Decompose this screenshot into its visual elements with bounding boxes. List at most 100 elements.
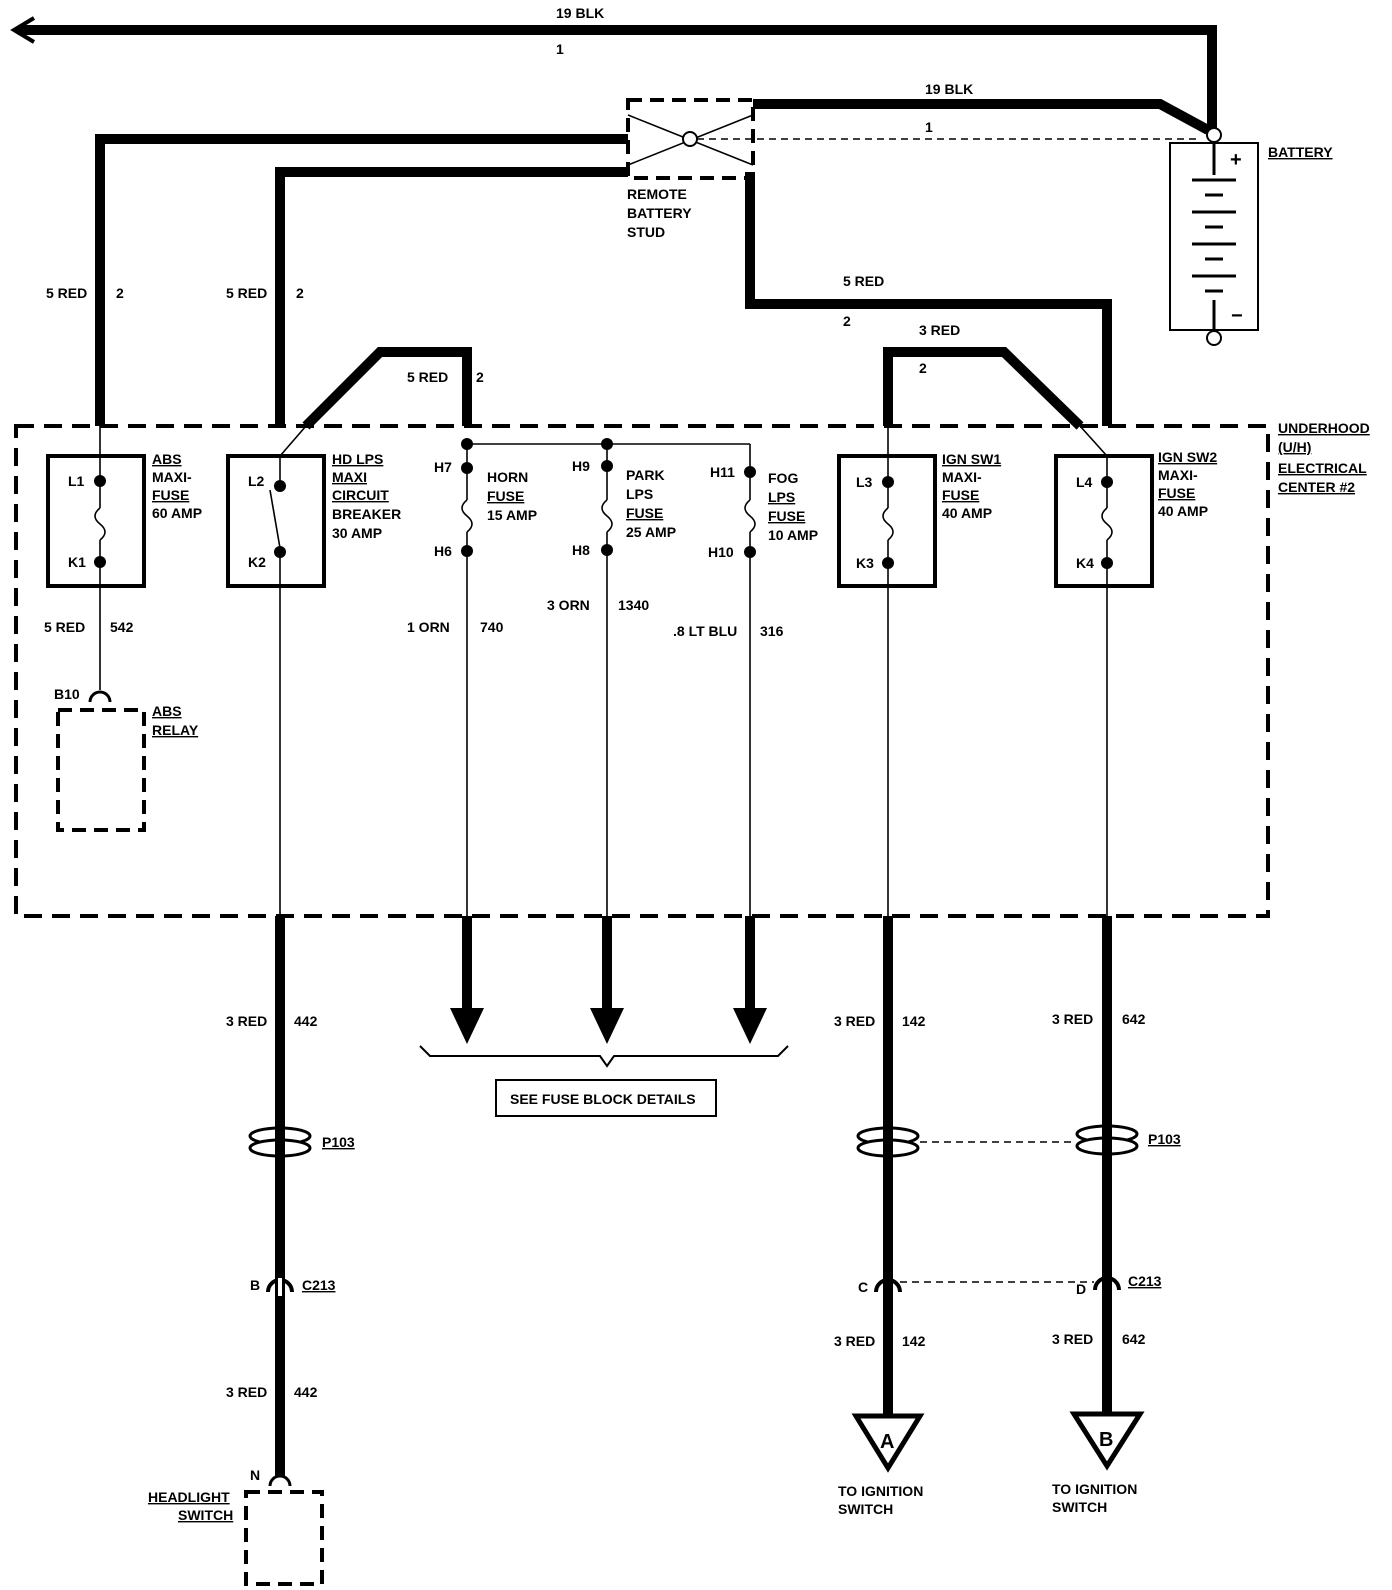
- fog-pin-in: H11: [710, 464, 735, 480]
- fog-label-3: FUSE: [768, 508, 805, 524]
- stud-label-3: STUD: [627, 224, 665, 240]
- fuse-bus-circuit: 2: [476, 369, 484, 385]
- hdlps-label-5: 30 AMP: [332, 525, 382, 541]
- fog-pin-out: H10: [708, 544, 734, 560]
- remote-battery-stud: REMOTE BATTERY STUD: [626, 98, 755, 240]
- hdlps-feed-size-color: 5 RED: [226, 285, 267, 301]
- ign1-out-circuit: 142: [902, 1013, 926, 1029]
- hdlps-out-circuit: 442: [294, 1013, 318, 1029]
- hdlps-out2-circuit: 442: [294, 1384, 318, 1400]
- p103-connector-ign2: [1075, 1124, 1139, 1156]
- park-label-2: LPS: [626, 486, 653, 502]
- c213-connector-ign2: [1093, 1276, 1121, 1291]
- battery-feed-wire: 19 BLK 1: [697, 81, 1211, 140]
- hdlps-circuit-breaker: L2 K2 HD LPS MAXI CIRCUIT BREAKER 30 AMP: [226, 451, 401, 588]
- c213-connector-ign1: [874, 1278, 902, 1293]
- ground-wire-circuit: 1: [556, 41, 564, 57]
- battery: + − BATTERY: [1169, 127, 1333, 346]
- hdlps-pin-out: K2: [248, 554, 266, 570]
- fuse-bus-size-color: 5 RED: [407, 369, 448, 385]
- ign-a-label-1: TO IGNITION: [838, 1483, 923, 1499]
- hdlps-label-2: MAXI: [332, 469, 367, 485]
- ign1-label-1: IGN SW1: [942, 451, 1001, 467]
- ign2-out2-size-color: 3 RED: [1052, 1331, 1093, 1347]
- fuse-block-note: SEE FUSE BLOCK DETAILS: [510, 1091, 696, 1107]
- headlight-circuit: 3 RED 442 P103 B C213 3 RED 442 N HEADLI…: [148, 916, 355, 1586]
- fog-out-size-color: .8 LT BLU: [673, 623, 737, 639]
- hdlps-out2-size-color: 3 RED: [226, 1384, 267, 1400]
- ign-sw2-maxi-fuse: L4 K4 IGN SW2 MAXI- FUSE 40 AMP: [1054, 449, 1217, 588]
- ign2-circuit: 3 RED 642 P103 D C213 3 RED 642 B TO IGN…: [1052, 916, 1181, 1515]
- ign2-out-size-color: 3 RED: [1052, 1011, 1093, 1027]
- abs-pin-in: L1: [68, 473, 85, 489]
- park-label-1: PARK: [626, 467, 665, 483]
- horn-pin-in: H7: [434, 459, 452, 475]
- battery-minus: −: [1231, 305, 1243, 327]
- park-label-4: 25 AMP: [626, 524, 676, 540]
- abs-relay-pin: B10: [54, 686, 80, 702]
- ign1-label-4: 40 AMP: [942, 505, 992, 521]
- center-label-4: CENTER #2: [1278, 479, 1355, 495]
- stud-label-2: BATTERY: [627, 205, 692, 221]
- ign-a-label-2: SWITCH: [838, 1501, 893, 1517]
- ign2-label-2: MAXI-: [1158, 467, 1198, 483]
- ign1-feed-size-color: 3 RED: [919, 322, 960, 338]
- ign1-label-3: FUSE: [942, 487, 979, 503]
- center-label-2: (U/H): [1278, 439, 1311, 455]
- abs-fuse-label-4: 60 AMP: [152, 505, 202, 521]
- park-label-3: FUSE: [626, 505, 663, 521]
- headlight-switch-pin: N: [250, 1467, 260, 1483]
- horn-pin-out: H6: [434, 543, 452, 559]
- p103-label-right: P103: [1148, 1131, 1181, 1147]
- ign2-label-3: FUSE: [1158, 485, 1195, 501]
- fog-label-4: 10 AMP: [768, 527, 818, 543]
- park-pin-in: H9: [572, 458, 590, 474]
- abs-relay-label-2: RELAY: [152, 722, 199, 738]
- battery-label: BATTERY: [1268, 144, 1333, 160]
- fog-label-2: LPS: [768, 489, 795, 505]
- abs-out-size-color: 5 RED: [44, 619, 85, 635]
- ign-b-label-1: TO IGNITION: [1052, 1481, 1137, 1497]
- ign-b-label-2: SWITCH: [1052, 1499, 1107, 1515]
- ign2-feed-size-color: 5 RED: [843, 273, 884, 289]
- ign1-circuit: 3 RED 142 C 3 RED 142 A TO IGNITION SWIT…: [834, 916, 926, 1517]
- horn-out-size-color: 1 ORN: [407, 619, 450, 635]
- ign-b-symbol: B: [1099, 1429, 1113, 1451]
- horn-fuse: H7 H6 HORN FUSE 15 AMP 1 ORN 740: [407, 444, 537, 916]
- fog-label-1: FOG: [768, 470, 798, 486]
- abs-feed-circuit: 2: [116, 285, 124, 301]
- park-out-circuit: 1340: [618, 597, 649, 613]
- fuse-block-arrows: SEE FUSE BLOCK DETAILS: [419, 916, 789, 1117]
- hdlps-pin-in: L2: [248, 473, 265, 489]
- headlight-switch-label-2: SWITCH: [178, 1507, 233, 1523]
- c213-pin-c: C: [858, 1279, 868, 1295]
- ign1-out2-circuit: 142: [902, 1333, 926, 1349]
- battery-plus: +: [1230, 149, 1242, 171]
- horn-label-1: HORN: [487, 469, 528, 485]
- horn-out-circuit: 740: [480, 619, 504, 635]
- electrical-center: UNDERHOOD (U/H) ELECTRICAL CENTER #2: [14, 420, 1370, 918]
- ign2-pin-in: L4: [1076, 474, 1093, 490]
- ground-wire: 19 BLK 1: [10, 5, 1217, 130]
- ign-a-connector-symbol: A: [851, 1413, 925, 1473]
- fuse-bus: [461, 438, 750, 450]
- abs-relay-circuit: 5 RED 542 B10 ABS RELAY: [44, 586, 199, 832]
- park-out-size-color: 3 ORN: [547, 597, 590, 613]
- headlight-switch-label-1: HEADLIGHT: [148, 1489, 230, 1505]
- hdlps-out-size-color: 3 RED: [226, 1013, 267, 1029]
- c213-label-right: C213: [1128, 1273, 1162, 1289]
- abs-fuse-label-1: ABS: [152, 451, 182, 467]
- c213-connector-hdlps: [266, 1278, 294, 1296]
- fog-lps-fuse: H11 H10 FOG LPS FUSE 10 AMP .8 LT BLU 31…: [673, 444, 818, 916]
- abs-fuse-label-3: FUSE: [152, 487, 189, 503]
- feed-wires: 5 RED 2 5 RED 2 5 RED 2 5 RED 2 3 RED 2: [46, 134, 1112, 430]
- c213-pin-b: B: [250, 1277, 260, 1293]
- hdlps-label-3: CIRCUIT: [332, 487, 389, 503]
- battery-wire-circuit: 1: [925, 119, 933, 135]
- ign1-feed-circuit: 2: [919, 360, 927, 376]
- c213-label-left: C213: [302, 1277, 336, 1293]
- abs-relay-label-1: ABS: [152, 703, 182, 719]
- p103-connector-ign1: [856, 1126, 920, 1158]
- ign-sw1-maxi-fuse: L3 K3 IGN SW1 MAXI- FUSE 40 AMP: [837, 451, 1001, 588]
